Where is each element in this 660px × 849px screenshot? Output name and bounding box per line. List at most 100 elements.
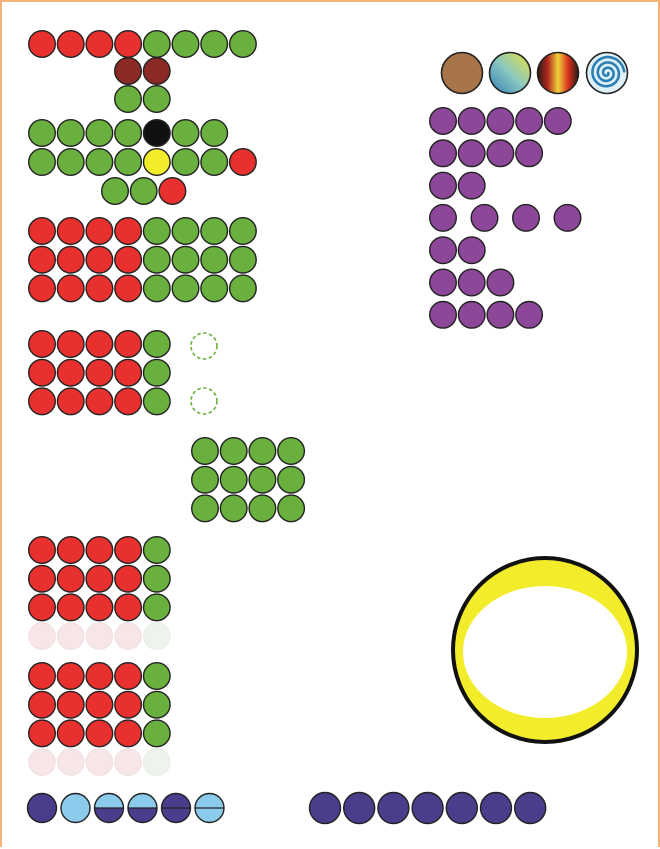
red-counter [57,565,84,592]
red-counter [86,720,113,747]
green-array [192,438,305,522]
red-counter [86,565,113,592]
navy-counter [412,793,443,824]
light-blue-counter [61,794,90,823]
red-counter [29,359,56,386]
red-counter [86,537,113,564]
green-counter [172,246,199,273]
red-counter [29,331,56,358]
green-counter [172,149,199,176]
green-counter [115,120,142,147]
red-counter [115,565,142,592]
faded-counter [86,749,113,776]
red-counter [29,565,56,592]
green-counter [278,495,305,522]
green-counter [230,31,257,58]
faded-counter [144,749,171,776]
purple-counter [430,172,457,199]
navy-counter [515,793,546,824]
green-counter [192,495,219,522]
green-counter [220,466,247,493]
green-counter [144,218,171,245]
red-counter [57,663,84,690]
purple-counter [545,108,572,135]
top-strip [29,31,257,58]
purple-counter [430,302,457,329]
green-counter [102,178,129,205]
green-counter [115,149,142,176]
array-red-green-4x1 [29,331,217,415]
red-counter [57,720,84,747]
red-counter [57,331,84,358]
navy-counter [344,793,375,824]
green-counter [201,120,228,147]
purple-counter [458,269,485,296]
red-counter [57,31,84,58]
ring-hole [463,586,627,718]
sample-counters [442,53,628,94]
red-counter [57,594,84,621]
purple-counter [430,269,457,296]
red-counter [57,275,84,302]
navy-counter [28,794,57,823]
red-counter [29,691,56,718]
red-counter [29,720,56,747]
red-counter [86,218,113,245]
green-counter [144,565,171,592]
red-counter [86,246,113,273]
counter-figure [29,58,257,205]
dark-red-counter [143,58,170,85]
purple-counter [554,205,581,232]
red-counter [115,720,142,747]
red-counter [115,31,142,58]
purple-counter [487,269,514,296]
green-counter [172,218,199,245]
purple-counter [487,302,514,329]
green-counter [130,178,157,205]
red-counter [29,663,56,690]
purple-counter [516,302,543,329]
red-counter [115,218,142,245]
red-counter [29,388,56,415]
red-counter [115,388,142,415]
faded-counter [115,749,142,776]
purple-counter [458,237,485,264]
dark-red-counter [115,58,142,85]
spectrum-counter [538,53,579,94]
brown-counter [442,53,483,94]
half-navy-bottom [95,808,124,823]
green-counter [278,438,305,465]
red-counter [115,594,142,621]
dashed-placeholder-circle [191,333,217,359]
green-counter [144,388,171,415]
faded-counter [115,623,142,650]
green-counter [201,31,228,58]
green-counter [144,663,171,690]
red-counter [86,31,113,58]
red-counter [86,359,113,386]
green-counter [201,246,228,273]
red-counter [57,359,84,386]
purple-counter [430,205,457,232]
red-counter [115,359,142,386]
green-counter [278,466,305,493]
green-counter [143,86,170,113]
green-counter [144,246,171,273]
red-counter [86,275,113,302]
green-counter [115,86,142,113]
green-counter [172,120,199,147]
green-counter [220,438,247,465]
yellow-counter [144,149,171,176]
red-counter [57,388,84,415]
array-red-green-faded-b [29,663,170,776]
purple-counter [513,205,540,232]
green-counter [249,438,276,465]
red-counter [115,537,142,564]
green-counter [144,275,171,302]
green-counter [144,31,171,58]
purple-counter [487,140,514,167]
faded-counter [57,749,84,776]
purple-counter [430,237,457,264]
purple-counter [458,302,485,329]
red-counter [29,275,56,302]
